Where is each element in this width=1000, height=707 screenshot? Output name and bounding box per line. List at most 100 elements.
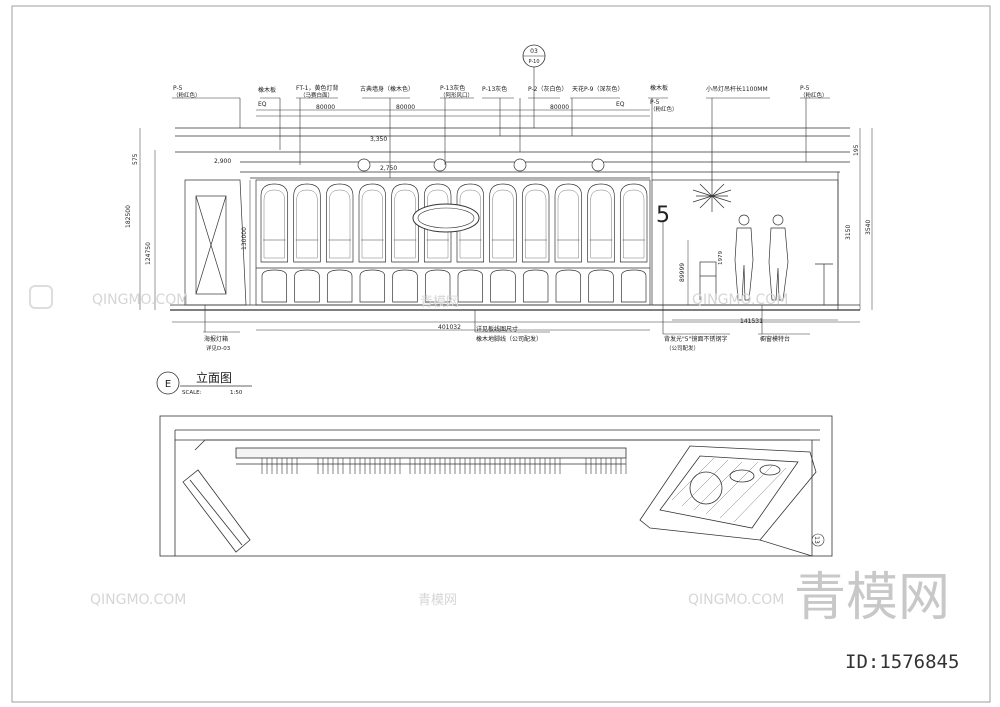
- elevation-panels: [260, 183, 648, 303]
- mannequin-figures: [699, 214, 833, 305]
- upper-panel-inner: [329, 189, 351, 259]
- callout-window-mannequin-stand: 橱窗模特台: [760, 335, 790, 343]
- lower-panel: [294, 269, 320, 303]
- section-ref-bottom: P-10: [528, 59, 539, 65]
- upper-panel: [358, 183, 387, 263]
- plan-hatching: [671, 457, 787, 523]
- drawing-title: 立面图: [196, 370, 232, 385]
- plan-ref-marker: 13: [811, 533, 825, 547]
- lower-panel: [261, 269, 288, 303]
- lower-panel: [588, 269, 614, 303]
- scale-label: SCALE:: [182, 390, 202, 396]
- watermark-brand-small: 青模网: [418, 593, 457, 608]
- upper-panel-inner: [557, 189, 579, 259]
- lower-panel: [359, 269, 386, 303]
- watermark-site-4: QINGMO.COM: [688, 592, 784, 608]
- dim-3350: 3,350: [370, 136, 387, 143]
- bottom-callout-leaders: [203, 220, 810, 335]
- callout-company-supplied: （公司配发）: [666, 344, 699, 352]
- watermark-site-1: QINGMO.COM: [92, 292, 188, 308]
- callout-ft1: FT-1，黄色灯背: [296, 84, 338, 92]
- callout-pendant-rod: 小吊灯吊杆长1100MM: [706, 85, 768, 93]
- callout-board-size: 详见板线图尺寸: [476, 325, 518, 333]
- dim-124750: 124750: [145, 242, 152, 265]
- ceiling-vents: [357, 158, 605, 172]
- upper-panel-inner: [623, 189, 645, 259]
- callout-oak-board-right: 橡木板: [650, 84, 668, 92]
- callout-ceiling-p9: 天花P-9（深灰色）: [572, 85, 623, 93]
- callout-p13-grey-b: P-13灰色: [482, 85, 507, 93]
- watermark-site-3: QINGMO.COM: [90, 592, 186, 608]
- callout-p5-mid: P-5: [650, 99, 660, 106]
- callout-p5-right: P-5: [800, 85, 810, 92]
- vent-icon: [513, 158, 527, 172]
- dim-3150: 3150: [845, 225, 852, 240]
- dim-89999: 89999: [679, 263, 686, 282]
- lower-panel: [326, 269, 353, 303]
- dim-401032: 401032: [438, 324, 461, 331]
- section-mark-letter: E: [165, 379, 171, 390]
- upper-panel-inner: [361, 189, 383, 259]
- callout-p5-mid-note: （粉红色）: [650, 105, 678, 113]
- callout-p5-right-note: （粉红色）: [800, 91, 828, 99]
- dim-3540: 3540: [865, 220, 872, 235]
- section-ref-top: 03: [530, 48, 538, 55]
- oval-mirror: [412, 203, 480, 233]
- vent-icon: [591, 158, 605, 172]
- dim-1979: 1979: [718, 251, 724, 265]
- eq-mark-right: EQ: [616, 101, 625, 108]
- callout-backlit-five: 背发光"5"镜面不锈钢字: [664, 335, 727, 343]
- callout-poster-lightbox: 海报灯箱: [204, 335, 228, 343]
- dim-80000-b: 80000: [396, 104, 415, 111]
- oval-mirror-inner: [417, 207, 475, 229]
- callout-poster-ref: 详见D-03: [206, 344, 231, 352]
- upper-panel: [423, 183, 452, 263]
- upper-panel-inner: [427, 189, 449, 259]
- watermark-brand-small-2: 青模网: [420, 295, 459, 310]
- dimension-lines: [139, 109, 873, 331]
- upper-panel-inner: [394, 189, 416, 259]
- dim-80000-a: 80000: [316, 104, 335, 111]
- lower-panel: [392, 269, 418, 303]
- dim-182500: 182500: [125, 205, 132, 228]
- dim-141531: 141531: [740, 318, 763, 325]
- lower-panel: [522, 269, 549, 303]
- upper-panel: [260, 183, 289, 263]
- section-reference-marker: 03 P-10: [522, 44, 546, 128]
- upper-panel-inner: [263, 189, 285, 259]
- callout-classic-wall: 古典墙身（橡木色）: [360, 85, 414, 93]
- callout-ft1-note: （马赛白面）: [300, 91, 333, 99]
- upper-panel-inner: [296, 189, 318, 259]
- callout-p5-left: P-5: [173, 85, 183, 92]
- callout-oak-board-left: 橡木板: [258, 86, 276, 94]
- upper-panel-inner: [590, 189, 612, 259]
- dim-2900: 2,900: [214, 158, 231, 165]
- mirror-steel-five-sign: 5: [656, 203, 670, 228]
- chandelier-icon: [692, 136, 732, 212]
- upper-panel: [325, 183, 354, 263]
- upper-panel: [521, 183, 550, 263]
- watermark-site-2: QINGMO.COM: [692, 292, 788, 308]
- callout-oak-skirting: 橡木地脚线（公司配发）: [476, 335, 542, 343]
- plan-ref-number: 13: [813, 536, 820, 544]
- dim-80000-c: 80000: [550, 104, 569, 111]
- upper-panel: [293, 183, 321, 263]
- callout-p2: P-2（灰白色）: [528, 85, 567, 93]
- dim-575: 575: [132, 153, 139, 165]
- callout-p13-grey-a: P-13灰色: [440, 84, 465, 92]
- vent-icon: [433, 158, 447, 172]
- callout-leaders: [172, 97, 830, 180]
- plan-clothing-racks: [261, 458, 627, 474]
- upper-panel: [391, 183, 419, 263]
- lower-panel: [555, 269, 582, 303]
- watermarks: QINGMO.COM QINGMO.COM QINGMO.COM QINGMO.…: [29, 285, 959, 673]
- upper-panel: [456, 183, 485, 263]
- lower-panel: [424, 269, 451, 303]
- sheet-border: [11, 5, 991, 703]
- scale-value: 1:50: [230, 390, 243, 396]
- lower-panel: [620, 269, 647, 303]
- vent-icon: [357, 158, 371, 172]
- lower-panel: [490, 269, 516, 303]
